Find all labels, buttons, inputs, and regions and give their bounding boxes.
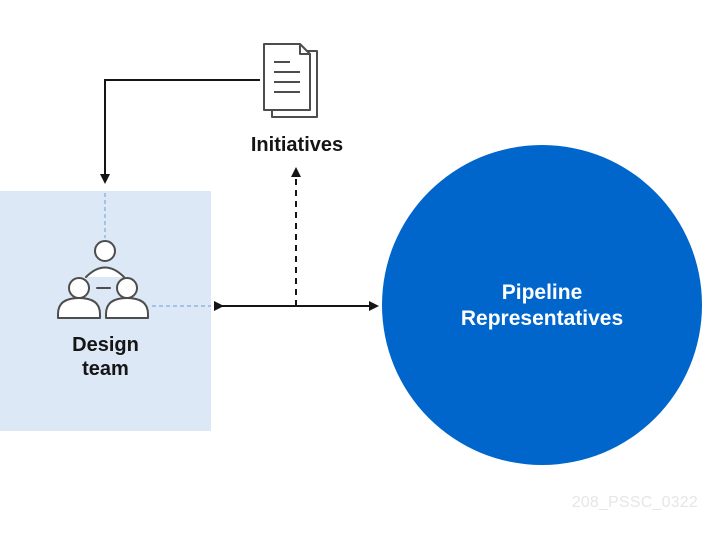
pipeline-circle <box>382 145 702 465</box>
people-group-icon <box>57 240 149 319</box>
image-id-watermark: 208_PSSC_0322 <box>571 494 698 511</box>
pipeline-label: Pipeline Representatives <box>383 280 701 332</box>
pipeline-label-line1: Pipeline <box>501 281 583 304</box>
design-team-label-line2: team <box>82 358 129 380</box>
documents-icon <box>263 43 318 118</box>
design-team-label: Design team <box>0 333 211 381</box>
initiatives-label: Initiatives <box>250 134 344 156</box>
pipeline-label-line2: Representatives <box>460 307 624 330</box>
design-team-label-line1: Design <box>72 334 139 356</box>
initiatives-to-design-arrow <box>100 79 260 184</box>
